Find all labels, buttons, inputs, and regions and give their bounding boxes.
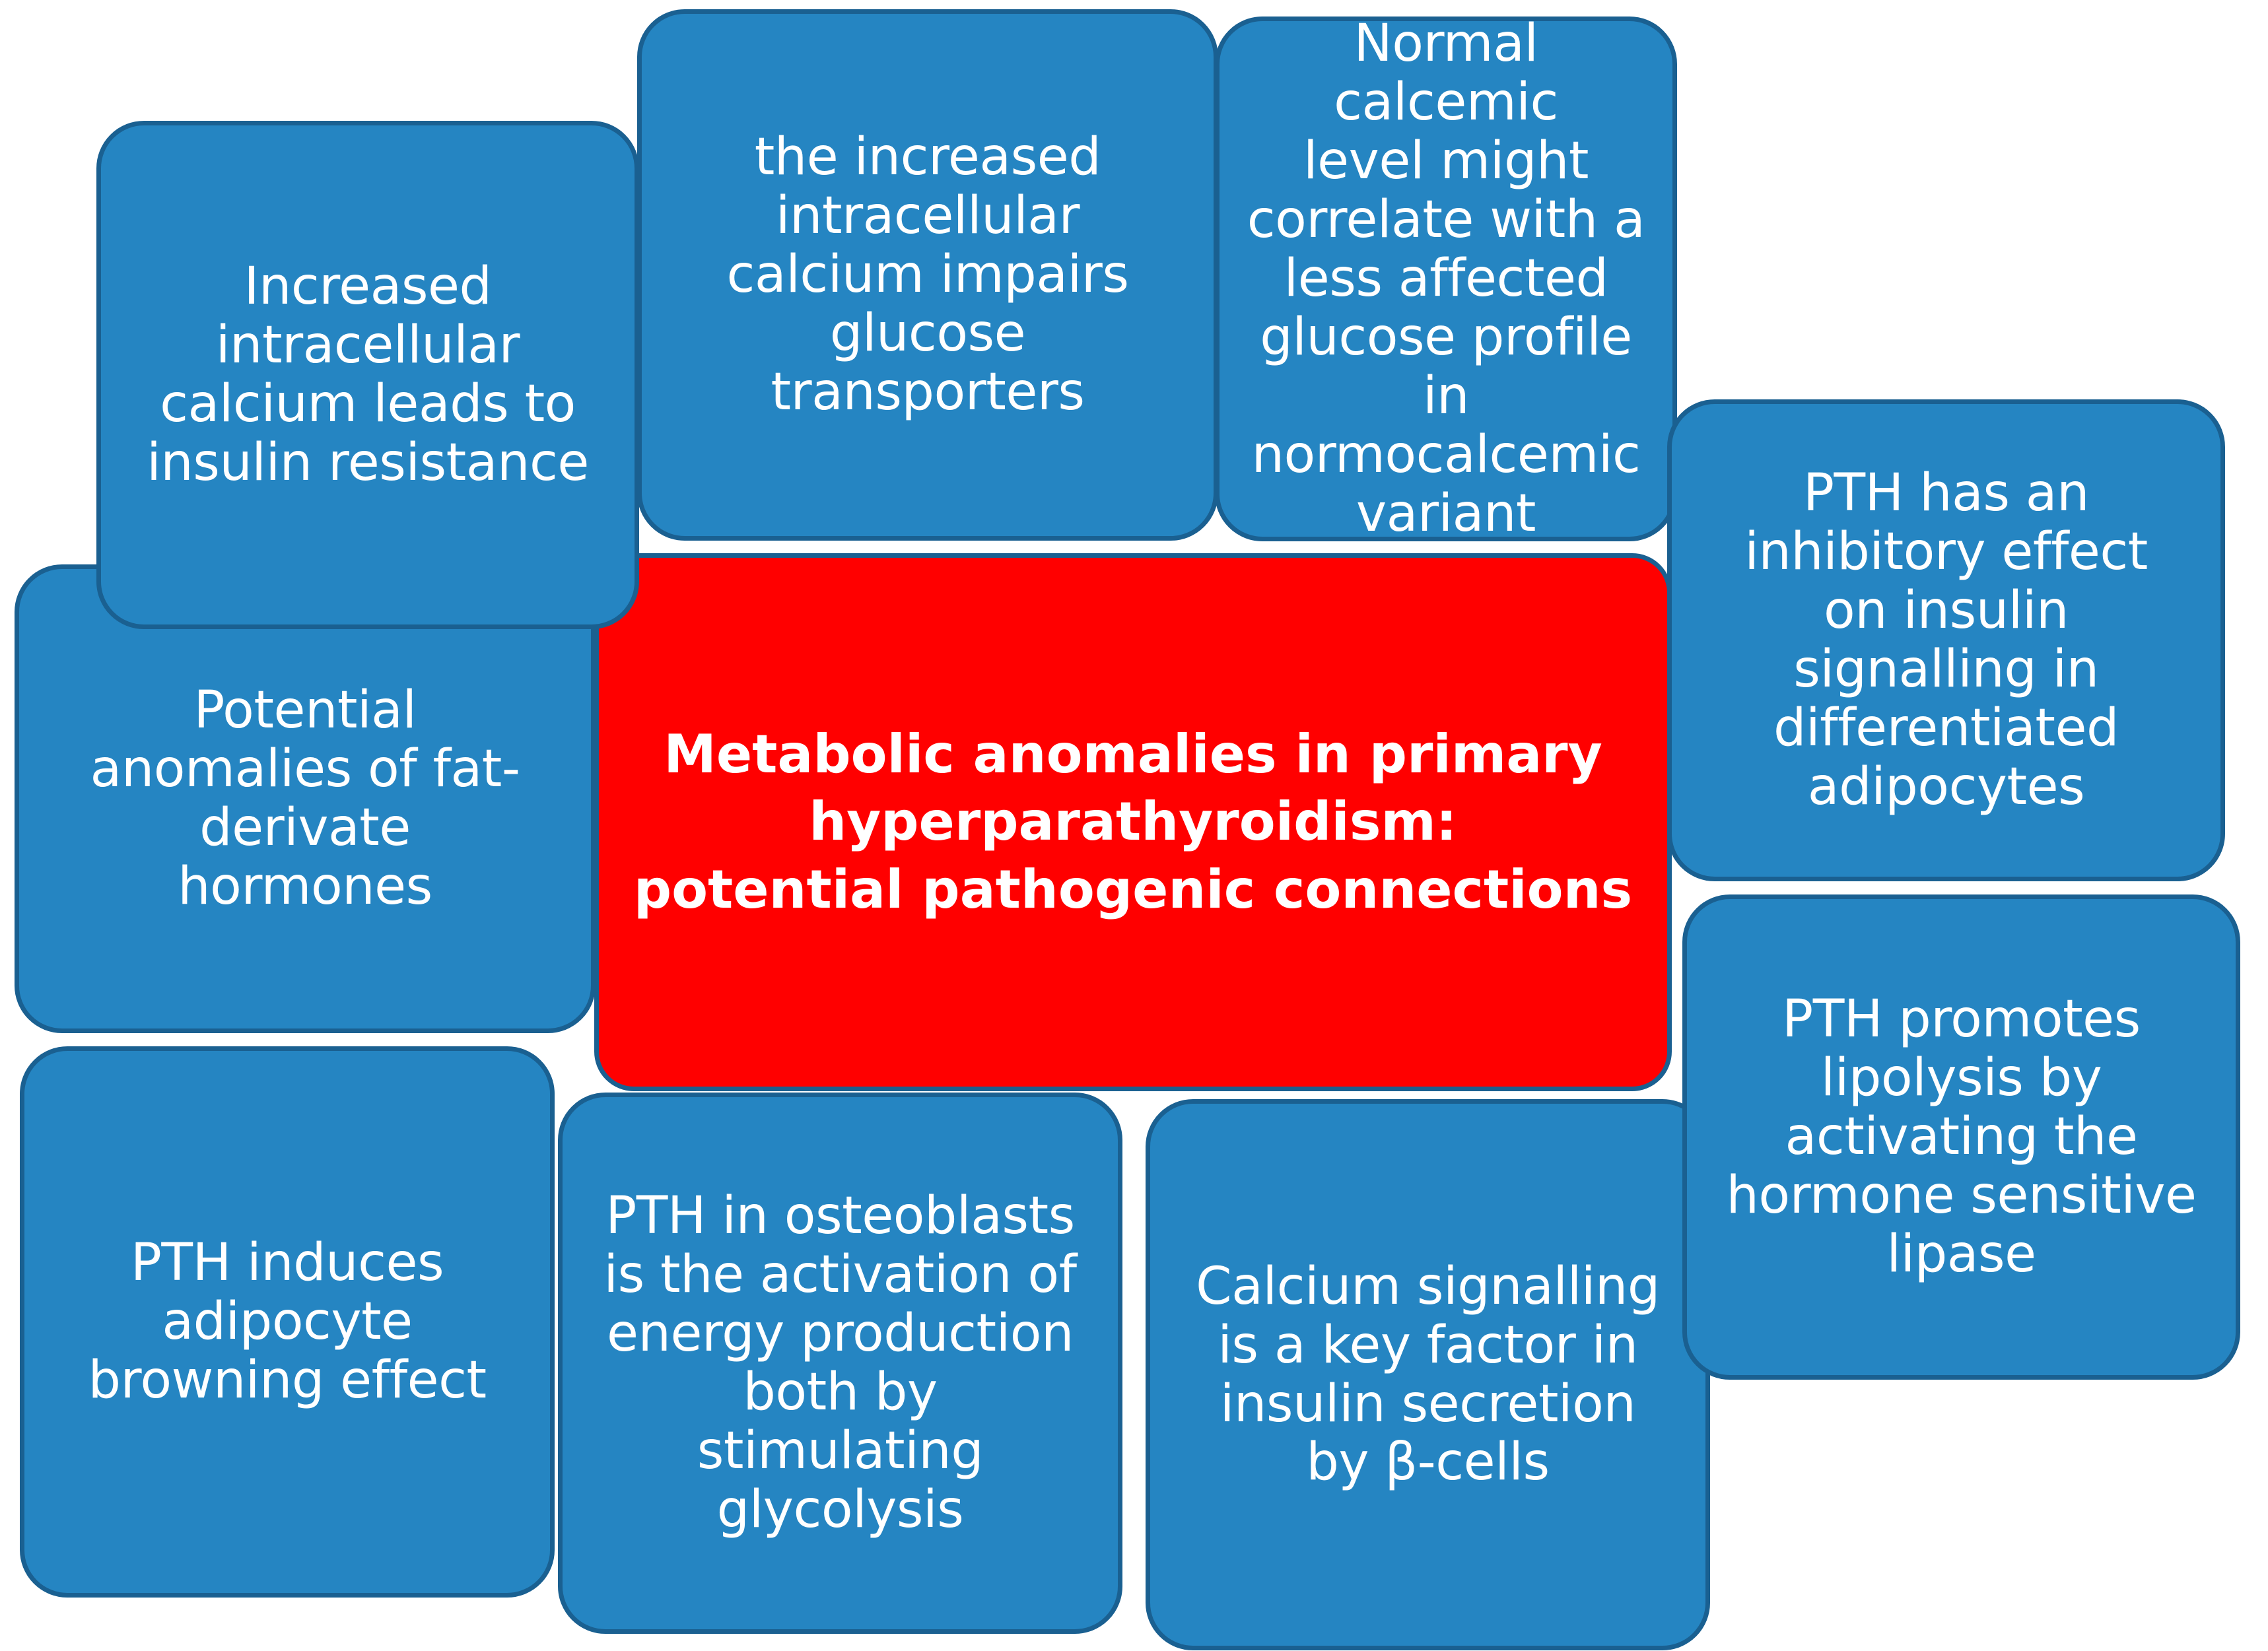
node-label: PTH in osteoblasts is the activation of … [603, 1186, 1077, 1539]
node-label: PTH induces adipocyte browning effect [88, 1233, 487, 1410]
center-node-label: Metabolic anomalies in primary hyperpara… [633, 723, 1633, 920]
node-pth-promotes-lipolysis-hormone-sensitive-lipase[interactable]: PTH promotes lipolysis by activating the… [1682, 894, 2240, 1380]
node-pth-induces-adipocyte-browning[interactable]: PTH induces adipocyte browning effect [20, 1046, 555, 1598]
node-label: Normal calcemic level might correlate wi… [1247, 14, 1645, 543]
node-label: Potential anomalies of fat- derivate hor… [90, 681, 520, 916]
node-increased-intracellular-calcium-glucose-transporters[interactable]: the increased intracellular calcium impa… [637, 9, 1218, 541]
node-label: Increased intracellular calcium leads to… [147, 257, 589, 492]
node-normocalcemic-variant-glucose-profile[interactable]: Normal calcemic level might correlate wi… [1215, 14, 1677, 543]
center-node-metabolic-anomalies-primary-hyperparathyroidism[interactable]: Metabolic anomalies in primary hyperpara… [594, 553, 1672, 1091]
node-pth-inhibitory-insulin-signalling-adipocytes[interactable]: PTH has an inhibitory effect on insulin … [1667, 399, 2225, 881]
node-label: PTH promotes lipolysis by activating the… [1726, 990, 2197, 1284]
node-increased-intracellular-calcium-insulin-resistance[interactable]: Increased intracellular calcium leads to… [96, 121, 639, 629]
node-calcium-signalling-insulin-secretion-beta-cells[interactable]: Calcium signalling is a key factor in in… [1146, 1099, 1710, 1650]
node-label: Calcium signalling is a key factor in in… [1196, 1256, 1660, 1493]
node-label: PTH has an inhibitory effect on insulin … [1744, 463, 2148, 817]
node-pth-osteoblasts-energy-production-glycolysis[interactable]: PTH in osteoblasts is the activation of … [558, 1093, 1122, 1634]
node-label: the increased intracellular calcium impa… [726, 127, 1129, 422]
node-fat-derivate-hormones-anomalies[interactable]: Potential anomalies of fat- derivate hor… [15, 564, 596, 1033]
